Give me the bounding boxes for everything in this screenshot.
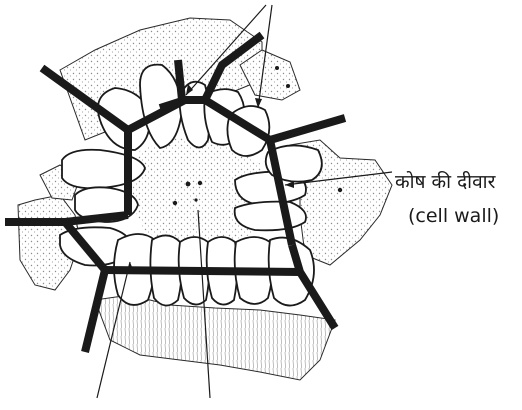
spot: [194, 198, 197, 201]
cell-wall-label-hindi: कोष की दीवार: [395, 170, 497, 193]
spot: [275, 66, 279, 70]
spot: [338, 188, 342, 192]
cell-wall-segment: [178, 60, 182, 100]
spot: [173, 201, 177, 205]
tissue-bottom: [95, 295, 335, 380]
cell: [235, 202, 306, 231]
cell-wall-segment: [270, 118, 345, 140]
spot: [286, 84, 290, 88]
cell-wall-label-english: (cell wall): [408, 205, 499, 227]
spot: [198, 181, 202, 185]
cell: [62, 150, 145, 189]
spot: [186, 182, 191, 187]
